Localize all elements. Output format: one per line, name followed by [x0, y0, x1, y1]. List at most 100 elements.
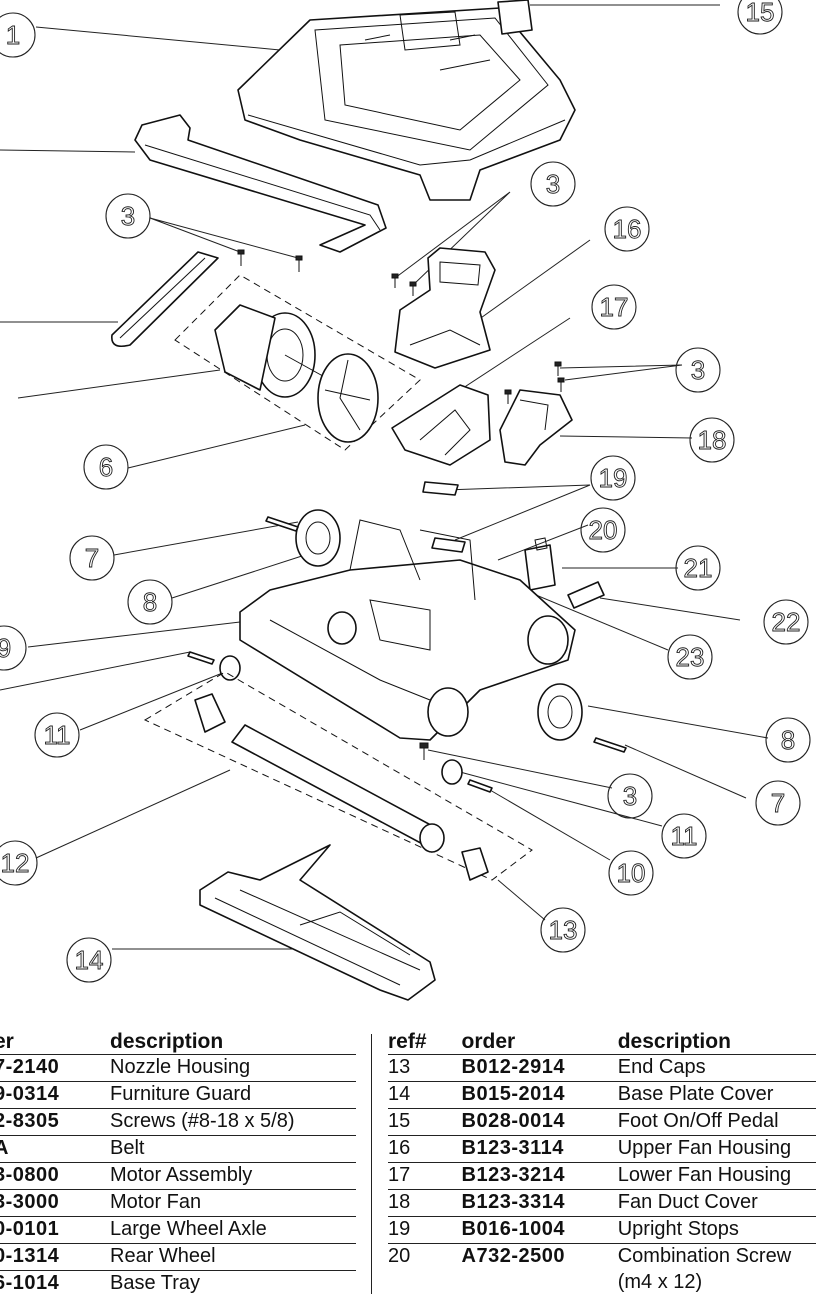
svg-text:11: 11: [44, 720, 71, 750]
exploded-parts-diagram: 1 3 3 3 6 7 8 9 11 12 13 14 15 16 17 18 …: [0, 0, 816, 1020]
ref-cell: 13: [388, 1055, 462, 1082]
motor-assembly-part: [175, 275, 420, 450]
svg-text:17: 17: [600, 292, 629, 322]
order-cell: 0-1314: [0, 1244, 110, 1271]
description-cell: Upper Fan Housing: [618, 1136, 816, 1163]
callout-17: 17: [592, 285, 636, 329]
svg-text:7: 7: [771, 788, 785, 818]
order-cell: B123-3114: [462, 1136, 618, 1163]
svg-text:11: 11: [671, 821, 698, 851]
order-cell: B123-3314: [462, 1190, 618, 1217]
callout-7a: 7: [70, 536, 114, 580]
lower-fan-housing-part: [392, 385, 490, 465]
table-header: er description: [0, 1030, 356, 1055]
description-cell: Fan Duct Cover: [618, 1190, 816, 1217]
svg-text:3: 3: [623, 781, 637, 811]
svg-text:6: 6: [99, 452, 113, 482]
description-cell: Lower Fan Housing: [618, 1163, 816, 1190]
svg-text:8: 8: [781, 725, 795, 755]
svg-text:16: 16: [613, 214, 642, 244]
callout-11a: 11: [35, 713, 79, 757]
svg-text:22: 22: [772, 607, 801, 637]
svg-text:15: 15: [746, 0, 775, 27]
svg-text:13: 13: [549, 915, 578, 945]
belt-part: [112, 252, 218, 346]
base-plate-cover-part: [200, 845, 435, 1000]
callout-3c: 3: [676, 348, 720, 392]
order-cell: 3-3000: [0, 1190, 110, 1217]
svg-text:10: 10: [617, 858, 646, 888]
upright-stops-part: [423, 482, 465, 552]
upper-fan-housing-part: [395, 248, 495, 368]
callout-9: 9: [0, 626, 26, 670]
callout-18: 18: [690, 418, 734, 462]
description-header: description: [618, 1030, 816, 1055]
ref-cell: 18: [388, 1190, 462, 1217]
order-header: order: [462, 1030, 618, 1055]
nozzle-housing-part: [238, 8, 575, 200]
svg-text:19: 19: [599, 463, 628, 493]
ref-cell: 15: [388, 1109, 462, 1136]
description-cell: Motor Fan: [110, 1190, 356, 1217]
ref-cell: [388, 1270, 462, 1296]
callout-3a: 3: [106, 194, 150, 238]
description-cell: Large Wheel Axle: [110, 1217, 356, 1244]
order-cell: [462, 1270, 618, 1296]
description-cell: Nozzle Housing: [110, 1055, 356, 1082]
foot-pedal-part: [498, 0, 532, 34]
description-cell: Base Tray: [110, 1271, 356, 1297]
order-cell: B015-2014: [462, 1082, 618, 1109]
ref-cell: 20: [388, 1244, 462, 1271]
order-header: er: [0, 1030, 110, 1055]
ref-cell: 19: [388, 1217, 462, 1244]
svg-text:14: 14: [75, 945, 104, 975]
svg-text:3: 3: [546, 169, 560, 199]
svg-text:1: 1: [6, 20, 20, 50]
order-cell: 7-2140: [0, 1055, 110, 1082]
callout-1: 1: [0, 13, 35, 57]
description-cell: Furniture Guard: [110, 1082, 356, 1109]
description-header: description: [110, 1030, 356, 1055]
svg-text:20: 20: [589, 515, 618, 545]
ref-cell: 16: [388, 1136, 462, 1163]
callout-23: 23: [668, 635, 712, 679]
callout-12: 12: [0, 841, 37, 885]
order-cell: B012-2914: [462, 1055, 618, 1082]
order-cell: 2-8305: [0, 1109, 110, 1136]
table-row: (m4 x 12): [388, 1270, 816, 1296]
svg-text:21: 21: [684, 553, 713, 583]
callout-19: 19: [591, 456, 635, 500]
callout-8b: 8: [766, 718, 810, 762]
svg-text:12: 12: [1, 848, 30, 878]
description-cell: Base Plate Cover: [618, 1082, 816, 1109]
order-cell: B016-1004: [462, 1217, 618, 1244]
ref-cell: 17: [388, 1163, 462, 1190]
callout-3b: 3: [531, 162, 575, 206]
order-cell: 3-0800: [0, 1163, 110, 1190]
callout-14: 14: [67, 938, 111, 982]
description-cell: End Caps: [618, 1055, 816, 1082]
svg-text:8: 8: [143, 587, 157, 617]
order-cell: 0-0101: [0, 1217, 110, 1244]
description-cell: Belt: [110, 1136, 356, 1163]
description-cell: Screws (#8-18 x 5/8): [110, 1109, 356, 1136]
svg-text:7: 7: [85, 543, 99, 573]
description-cell: Upright Stops: [618, 1217, 816, 1244]
svg-text:9: 9: [0, 633, 11, 663]
description-cell: Combination Screw: [618, 1244, 816, 1271]
order-cell: B123-3214: [462, 1163, 618, 1190]
